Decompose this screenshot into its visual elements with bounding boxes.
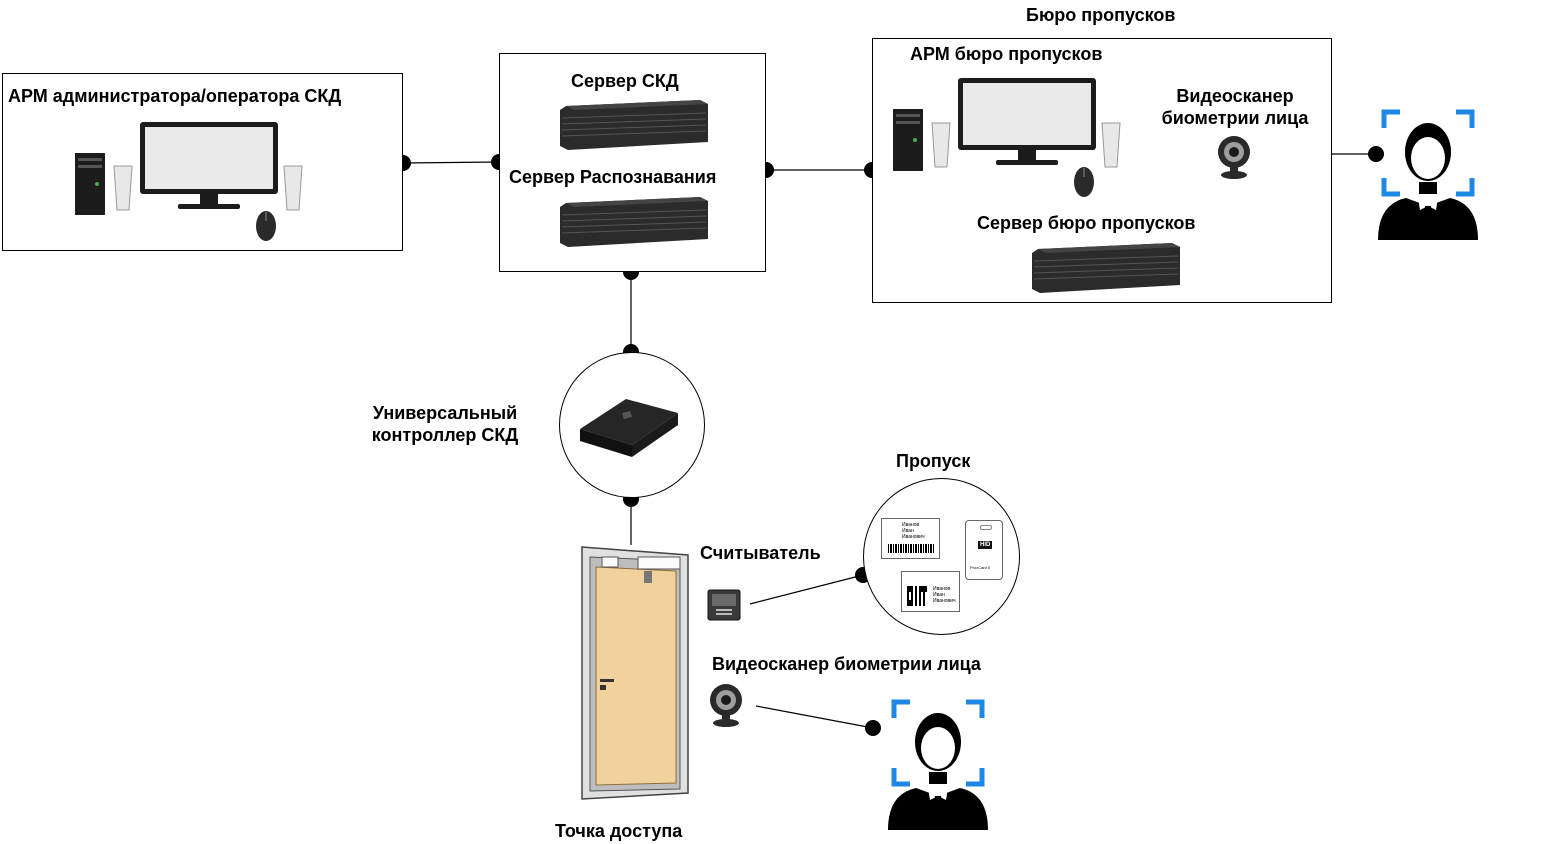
reader-label: Считыватель	[700, 543, 821, 563]
controller-label-line1: Универсальный	[372, 403, 518, 423]
connector-dot	[865, 720, 881, 736]
bureau-title: Бюро пропусков	[1026, 5, 1176, 25]
badge-qr-name-line2: Иван	[933, 592, 945, 598]
badge-qr: Иванов Иван Иванович	[901, 571, 960, 612]
video-scanner-bottom-label: Видеосканер биометрии лица	[712, 654, 981, 674]
video-scanner-top-line1: Видеосканер	[1176, 86, 1294, 106]
badge-qr-name-line1: Иванов	[933, 586, 951, 592]
badge-hid-card: HID ProxCard II	[965, 520, 1003, 580]
webcam-bottom-icon	[710, 684, 742, 727]
door-icon	[581, 546, 689, 800]
connector-dot	[1368, 146, 1384, 162]
face-recognition-person-icon	[1378, 109, 1478, 240]
server-skd-icon	[560, 100, 708, 150]
video-scanner-top-line2: биометрии лица	[1161, 108, 1309, 128]
controller-label-line2: контроллер СКД	[371, 425, 519, 445]
arm-bureau-label: АРМ бюро пропусков	[910, 44, 1103, 64]
webcam-icon	[1218, 136, 1250, 179]
pass-label: Пропуск	[896, 451, 971, 471]
controller-label: Универсальный контроллер СКД	[340, 402, 550, 446]
badge-barcode: Иванов Иван Иванович	[881, 518, 940, 559]
server-bureau-icon	[1032, 243, 1180, 293]
controller-device-icon	[580, 399, 678, 457]
badge-name-line1: Иванов	[902, 522, 920, 528]
barcode-icon	[888, 544, 934, 553]
server-recognition-label: Сервер Распознавания	[509, 167, 717, 187]
badge-name-line3: Иванович	[902, 534, 925, 540]
qr-code-icon	[907, 586, 927, 606]
server-skd-label: Сервер СКД	[571, 71, 679, 91]
badge-qr-name-line3: Иванович	[933, 598, 956, 604]
workstation-bureau-icon	[893, 78, 1121, 197]
card-reader-icon	[707, 589, 741, 621]
access-point-label: Точка доступа	[555, 821, 683, 841]
server-recognition-icon	[560, 197, 708, 247]
server-bureau-label: Сервер бюро пропусков	[977, 213, 1196, 233]
hid-logo: HID	[978, 541, 993, 549]
card-slot-icon	[980, 525, 992, 530]
card-caption: ProxCard II	[970, 565, 991, 570]
arm-admin-label: АРМ администратора/оператора СКД	[8, 86, 342, 106]
video-scanner-top-label: Видеосканер биометрии лица	[1140, 85, 1330, 129]
workstation-icon	[75, 122, 303, 241]
face-recognition-person-bottom-icon	[888, 699, 988, 830]
badge-name-line2: Иван	[902, 528, 914, 534]
